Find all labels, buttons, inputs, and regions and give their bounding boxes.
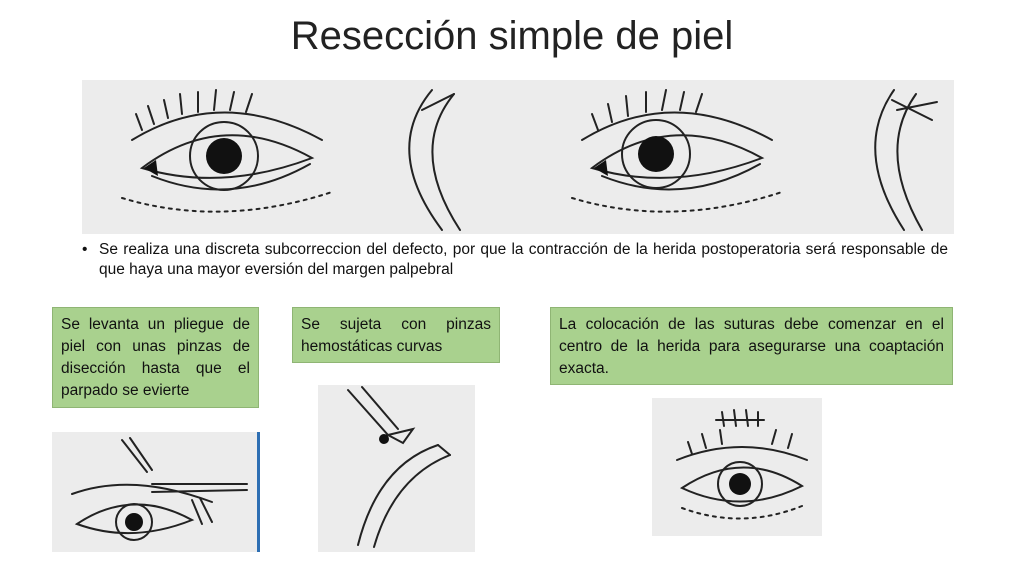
bullet-text: Se realiza una discreta subcorreccion de… [99,241,948,278]
note-step-1: Se levanta un pliegue de piel con unas p… [52,307,259,408]
divider-line [257,432,260,552]
note-step-3: La colocación de las suturas debe comenz… [550,307,953,385]
hemostatic-clamp-figure [318,385,475,552]
slide-title: Resección simple de piel [290,14,734,58]
skin-fold-forceps-figure [52,432,257,552]
note-step-2: Se sujeta con pinzas hemostáticas curvas [292,307,500,363]
bullet-dot: • [82,241,88,258]
suture-placement-figure [652,398,822,536]
eye-comparison-figure [82,80,954,234]
bullet-point: • Se realiza una discreta subcorreccion … [82,240,948,280]
